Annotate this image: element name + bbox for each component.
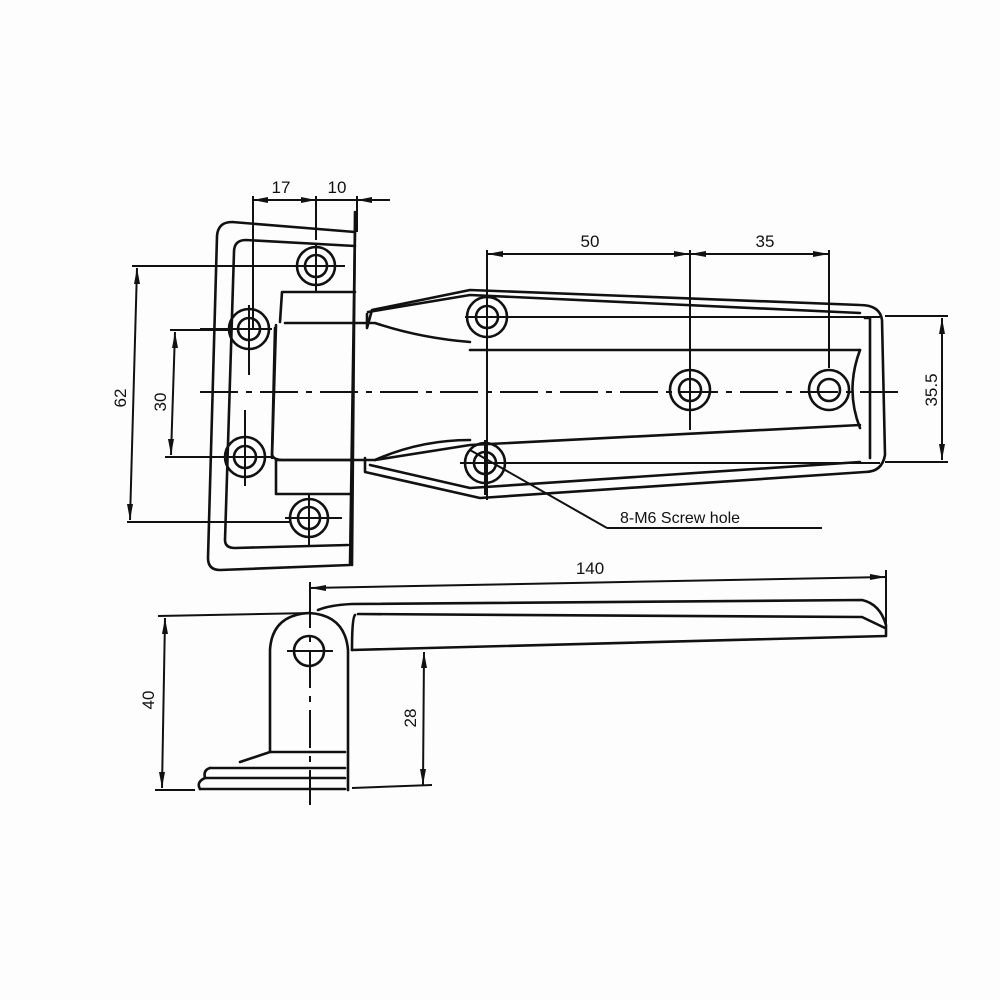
barrel-lower (270, 326, 472, 462)
dimension-17-10: 17 10 (252, 178, 390, 330)
screw-hole-6 (668, 365, 712, 430)
dimension-28: 28 (351, 651, 433, 789)
screw-hole-4 (285, 494, 342, 545)
leaf-top-inner (366, 293, 862, 315)
dimension-140: 140 (309, 559, 887, 628)
leaf-lower-rib (373, 423, 862, 462)
dim-label-35-5: 35.5 (922, 373, 941, 406)
dimension-50-35: 50 35 (486, 232, 830, 500)
dim-label-28: 28 (401, 709, 420, 728)
screw-hole-8 (460, 440, 880, 495)
dim-label-10: 10 (328, 178, 347, 197)
callout-label: 8-M6 Screw hole (620, 510, 740, 527)
dimension-40: 40 (139, 612, 313, 791)
leaf-outer (363, 288, 887, 500)
screw-hole-7 (807, 368, 851, 412)
screw-hole-2 (200, 305, 272, 375)
dim-label-17: 17 (272, 178, 291, 197)
upper-notch (278, 290, 357, 324)
screw-hole-callout: 8-M6 Screw hole (469, 449, 822, 529)
leaf-bottom-inner (368, 460, 862, 490)
hinge-barrel (283, 321, 472, 344)
mounting-plate-inner (223, 238, 357, 550)
dim-label-140: 140 (576, 559, 604, 578)
lower-notch (274, 458, 352, 496)
dim-label-50: 50 (581, 232, 600, 251)
dim-label-30: 30 (151, 393, 170, 412)
top-view: 17 10 50 35 62 (111, 178, 948, 572)
dimension-35-5: 35.5 (885, 315, 948, 463)
side-base-plate (198, 750, 347, 791)
dim-label-35: 35 (756, 232, 775, 251)
dim-label-40: 40 (139, 691, 158, 710)
side-arm (316, 598, 888, 652)
leaf-end-inner (863, 316, 872, 460)
mounting-plate-outline (206, 220, 357, 572)
leaf-end-curve (851, 348, 862, 430)
dim-label-62: 62 (111, 389, 130, 408)
plate-edge (350, 210, 357, 567)
dimension-62: 62 (111, 265, 300, 523)
dimension-30: 30 (151, 329, 230, 458)
screw-hole-1 (295, 243, 345, 292)
side-view: 140 40 28 (139, 559, 888, 805)
